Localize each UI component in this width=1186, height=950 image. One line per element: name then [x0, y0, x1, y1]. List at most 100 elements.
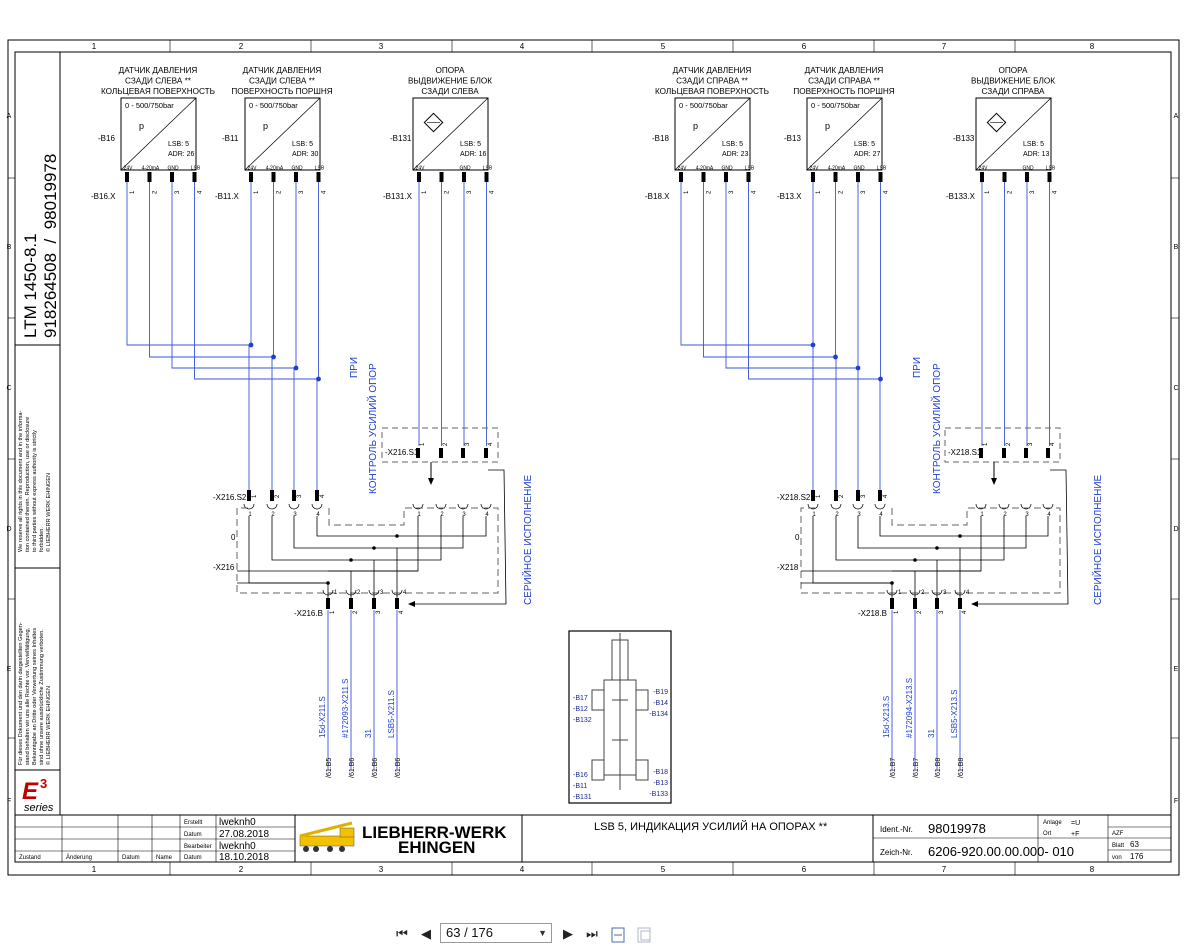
- copyright_de-line-3: sind ohne unsere ausdrückliche Zustimmun…: [39, 629, 45, 765]
- connector-pin: [170, 172, 174, 182]
- socket-symbol: [886, 589, 898, 596]
- pin-number: 1: [417, 512, 421, 518]
- sensor-lsb: LSB: 5: [1023, 141, 1044, 148]
- cross-reference: /61.B8: [935, 758, 942, 778]
- copyright_en-line-4: © LIEBHERR WERK EHINGEN: [45, 473, 52, 552]
- pin-number: 2: [1008, 190, 1014, 194]
- wire: [748, 182, 881, 490]
- connector-pin: [294, 172, 298, 182]
- connector-pin: [271, 172, 276, 182]
- pin-number: 4: [322, 190, 328, 194]
- sensor-pin-label: 24V: [124, 166, 134, 172]
- socket-symbol: [852, 503, 864, 510]
- sensor-pin-label: LSB: [745, 166, 755, 172]
- sensor-lsb: LSB: 5: [168, 141, 189, 148]
- copyright-german: Für dieses Dokument und den darin darges…: [18, 622, 52, 765]
- sensor-connector-label: -B131.X: [383, 192, 413, 201]
- last-page-button[interactable]: ⏭: [586, 927, 598, 942]
- first-page-button[interactable]: ⏮: [396, 927, 408, 942]
- copyright_en-line-1: tion contained therein. Reproduction, us…: [25, 417, 31, 552]
- fit-page-button[interactable]: [635, 926, 653, 944]
- created-date-label: Datum: [184, 832, 202, 838]
- pin-number: 4: [490, 190, 496, 194]
- blatt-value: 63: [1130, 840, 1139, 849]
- sensor-lsb: LSB: 5: [722, 141, 743, 148]
- column-marker-1: 1: [92, 42, 97, 51]
- edit-date-value: 18.10.2018: [219, 852, 269, 863]
- pin-number: 3: [861, 494, 867, 498]
- pin-number: 4: [1050, 442, 1056, 446]
- wire: [680, 182, 814, 490]
- page-select[interactable]: 63 / 176 ▼: [440, 923, 552, 943]
- pin-number: 3: [465, 442, 471, 446]
- sensor-title-line: ДАТЧИК ДАВЛЕНИЯ: [243, 66, 322, 75]
- connector-pin: [416, 448, 420, 458]
- internal-wire: [915, 516, 1005, 561]
- fit-width-button[interactable]: [609, 926, 627, 944]
- wire-label: #172094-X213.S: [905, 678, 914, 738]
- pin-number: 1: [684, 190, 690, 194]
- copyright_en-line-0: We reserve all rights in this document a…: [18, 411, 24, 552]
- sensor-pin-label: LSB: [191, 166, 201, 172]
- pin-number: 4: [884, 190, 890, 194]
- fit-page-icon: [637, 927, 651, 943]
- e3-logo-series: series: [24, 802, 54, 814]
- row-marker-right-F: F: [1174, 798, 1178, 805]
- socket-symbol: [830, 503, 842, 510]
- connector-pin: [395, 598, 399, 609]
- pin-number: 1: [983, 442, 989, 446]
- socket-symbol: [345, 589, 357, 596]
- wire: [194, 182, 318, 490]
- pin-number: 3: [939, 610, 945, 614]
- connector-pin: [461, 448, 465, 458]
- junction-dot: [293, 365, 299, 371]
- inset-sensor-label: -B133: [649, 791, 668, 798]
- column-marker-bottom-8: 8: [1090, 865, 1095, 874]
- junction-dot: [913, 558, 917, 562]
- column-marker-bottom-1: 1: [92, 865, 97, 874]
- pin-number: 3: [861, 190, 867, 194]
- column-marker-8: 8: [1090, 42, 1095, 51]
- sensor-diagonal: [120, 97, 197, 171]
- connector-pin: [724, 172, 728, 182]
- sensor-title-line: СЗАДИ СПРАВА: [981, 87, 1045, 96]
- plug-box-s1: [944, 427, 1061, 463]
- socket-symbol: [874, 503, 886, 510]
- sensor-pin-label: 4-20mA: [828, 166, 846, 172]
- label-serial: СЕРИЙНОЕ ИСПОЛНЕНИЕ: [521, 474, 534, 605]
- connector-pin: [878, 490, 882, 501]
- column-marker-3: 3: [379, 42, 384, 51]
- sensor-pin-label: GND: [853, 166, 865, 172]
- sensor-pin-label: 24V: [248, 166, 258, 172]
- junction-dot: [935, 546, 939, 550]
- inset-sensor-label: -B14: [653, 700, 668, 707]
- pin-number: 2: [839, 190, 845, 194]
- junction-dot: [349, 558, 353, 562]
- wire-label: 31: [927, 729, 936, 738]
- plug-b-label: -X216.B: [294, 609, 323, 618]
- pin-number: 1: [985, 190, 991, 194]
- previous-page-button[interactable]: ◀: [421, 927, 431, 942]
- inset-sensor-label: -B19: [653, 689, 668, 696]
- next-page-button[interactable]: ▶: [563, 927, 573, 942]
- connector-pin: [1025, 172, 1029, 182]
- sensor-id: -B133: [953, 134, 975, 143]
- zeich-label: Zeich-Nr.: [880, 848, 912, 857]
- label-pri: ПРИ: [349, 357, 360, 378]
- pdf-viewer-toolbar: ⏮ ◀ 63 / 176 ▼ ▶ ⏭: [0, 918, 1186, 950]
- row-marker-D: D: [6, 526, 11, 533]
- socket-symbol: [266, 503, 278, 510]
- rev-header-name: Name: [156, 855, 173, 861]
- von-label: von: [1112, 855, 1122, 861]
- plug-x-label: -X218: [777, 563, 799, 572]
- pin-number: 3: [1025, 512, 1029, 518]
- connector-pin: [1046, 448, 1050, 458]
- column-marker-bottom-5: 5: [661, 865, 666, 874]
- sensor-title-line: СЗАДИ СПРАВА **: [676, 77, 748, 86]
- page-select-value: 63 / 176: [446, 925, 493, 940]
- sensor-connector-label: -B11.X: [215, 192, 240, 201]
- created-label: Erstellt: [184, 820, 203, 826]
- row-marker-right-A: A: [1174, 113, 1179, 120]
- pin-number: 1: [898, 590, 902, 596]
